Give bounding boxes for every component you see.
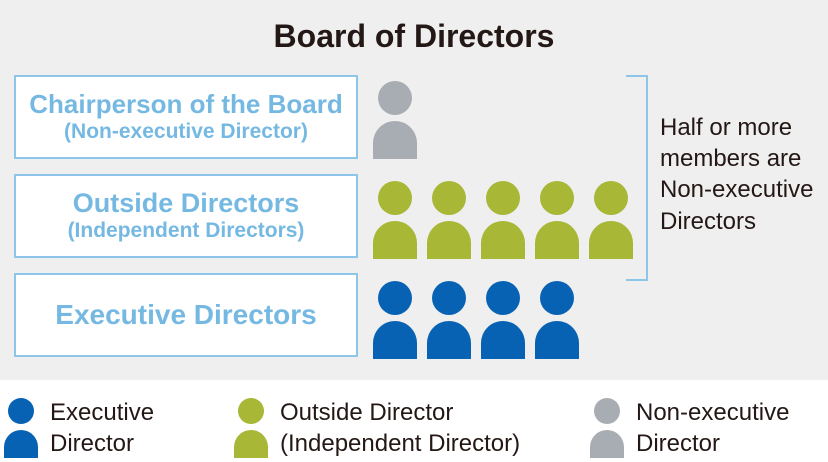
person-icon <box>481 281 525 359</box>
chairperson-label: Chairperson of the Board <box>29 89 343 120</box>
person-icon <box>427 181 471 259</box>
legend-label: Director <box>50 430 135 458</box>
composition-note: Half or more members are Non-executive D… <box>660 112 828 237</box>
person-icon <box>589 181 633 259</box>
legend-label: Outside Director <box>280 399 454 426</box>
chairperson-box: Chairperson of the Board (Non-executive … <box>14 75 358 159</box>
note-line: Non-executive <box>660 176 814 204</box>
group-bracket <box>626 75 648 281</box>
legend-label: Non-executive <box>636 399 790 426</box>
executive-directors-box: Executive Directors <box>14 273 358 357</box>
outside-directors-box: Outside Directors (Independent Directors… <box>14 174 358 258</box>
executive-directors-label: Executive Directors <box>55 298 317 330</box>
diagram-title: Board of Directors <box>273 18 555 54</box>
note-line: Directors <box>660 207 757 235</box>
legend-label: (Independent Director) <box>280 430 521 458</box>
outside-directors-label: Outside Directors <box>72 187 300 218</box>
person-icon <box>535 281 579 359</box>
person-icon <box>373 181 417 259</box>
person-icon <box>373 81 417 159</box>
legend-label: Director <box>636 430 721 458</box>
person-icon <box>234 398 268 458</box>
chairperson-sublabel: (Non-executive Director) <box>64 119 308 143</box>
board-panel: Board of Directors Chairperson of the Bo… <box>0 0 828 380</box>
person-icon <box>4 398 38 458</box>
person-icon <box>481 181 525 259</box>
person-icon <box>535 181 579 259</box>
person-icon <box>373 281 417 359</box>
person-icon <box>590 398 624 458</box>
legend-label: Executive <box>50 399 155 426</box>
note-line: members are <box>660 145 802 173</box>
person-icon <box>427 281 471 359</box>
note-line: Half or more <box>660 114 793 141</box>
outside-directors-sublabel: (Independent Directors) <box>67 219 305 243</box>
